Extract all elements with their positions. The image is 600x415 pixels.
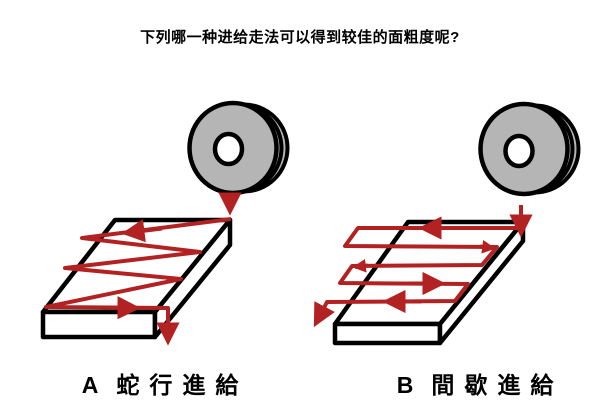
option-a-label: A 蛇行進給	[40, 366, 290, 400]
direction-arrow-icon	[352, 258, 369, 273]
direction-arrow-icon	[479, 240, 496, 254]
grinding-wheel-icon	[187, 100, 290, 196]
option-name: 間歇進給	[431, 372, 564, 398]
workpiece-block	[40, 217, 233, 340]
option-letter: A	[81, 372, 99, 398]
grinding-wheel-icon	[478, 101, 581, 197]
option-letter: B	[396, 372, 414, 398]
panel-b	[313, 101, 581, 346]
panel-a	[40, 100, 290, 346]
question-title: 下列哪一种进给走法可以得到较佳的面粗度呢?	[140, 29, 460, 46]
serpentine-feed-path	[44, 217, 232, 346]
option-name: 蛇行進給	[116, 372, 249, 398]
direction-arrow-icon	[121, 219, 163, 243]
option-b-label: B 間歇進給	[355, 366, 600, 400]
